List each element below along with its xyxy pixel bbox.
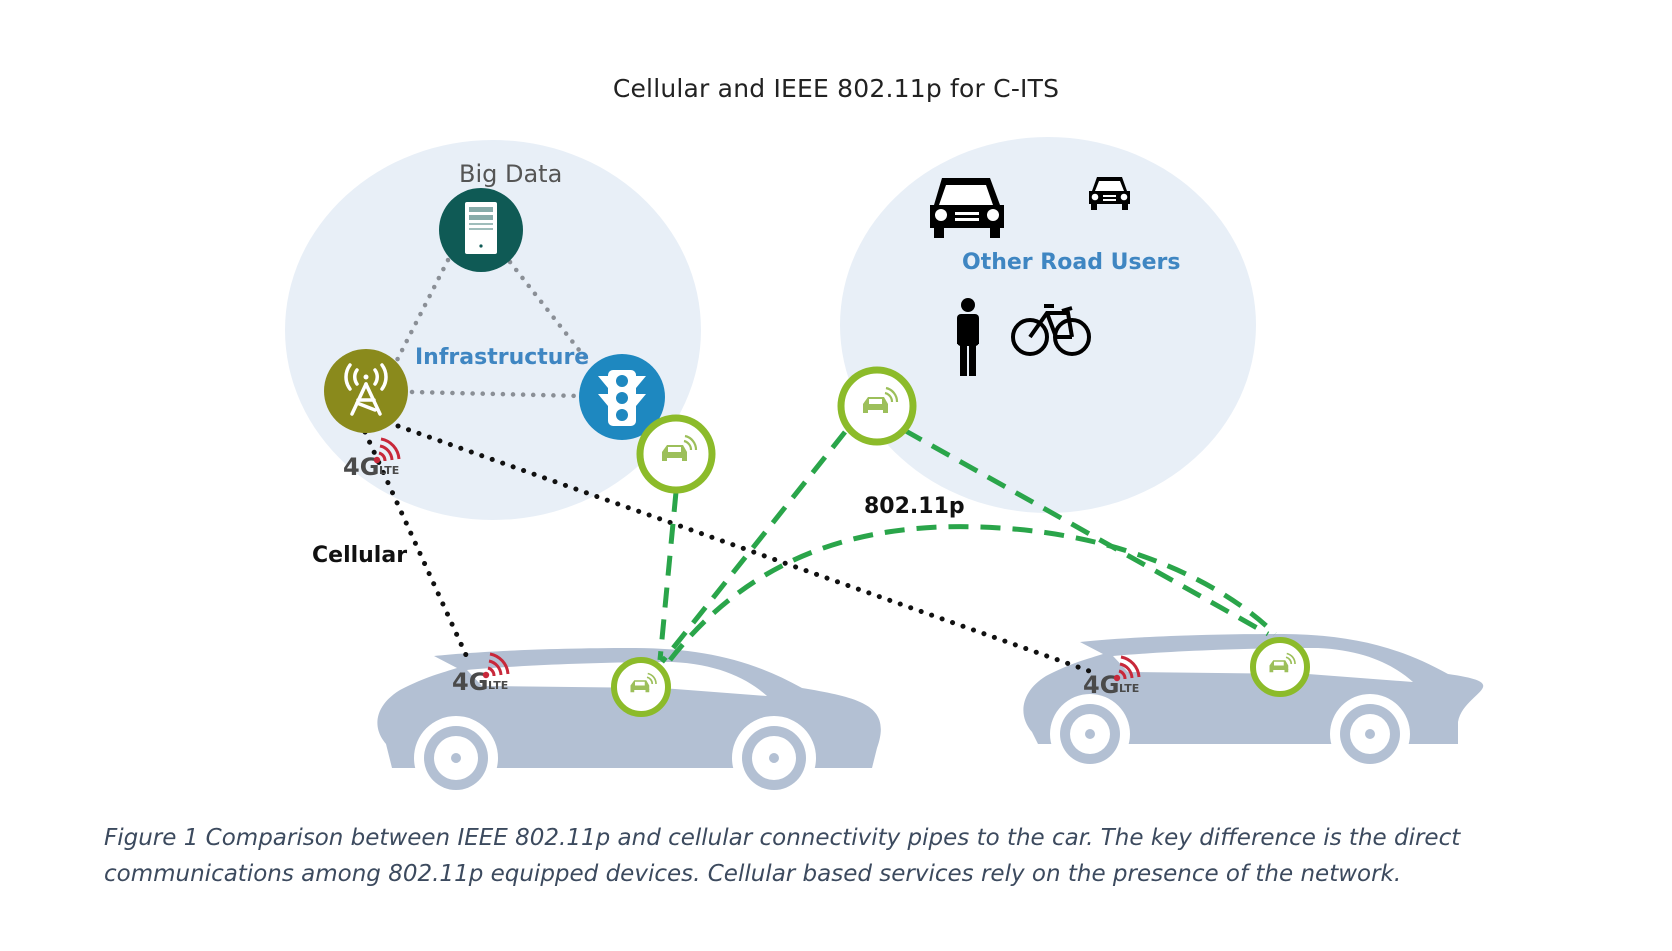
wifi-links [657, 427, 1277, 664]
link-bigdata-trafficlight [507, 259, 593, 367]
cellular-label: Cellular [312, 543, 407, 568]
figure-caption: Figure 1 Comparison between IEEE 802.11p… [104, 820, 1584, 892]
big-data-label: Big Data [459, 160, 562, 188]
bicycle-icon [1011, 304, 1091, 356]
v2x-node-right-car [1250, 637, 1310, 697]
wifi-link-car-to-car [668, 524, 1277, 662]
server-icon [465, 202, 497, 254]
link-tower-trafficlight [409, 389, 583, 399]
link-bigdata-tower [390, 257, 451, 371]
big-data-node [439, 188, 523, 272]
cell-tower-icon [344, 363, 388, 416]
traffic-light-icon [598, 370, 646, 426]
v2x-node-road-users [837, 366, 917, 446]
cell-tower-node [324, 349, 408, 433]
traffic-light-node [579, 354, 665, 440]
wifi-link-infra-car [657, 491, 679, 661]
car-front-icon-small [1089, 177, 1130, 210]
v2x-node-infrastructure [636, 414, 716, 494]
road-users-bubble [840, 137, 1256, 513]
infrastructure-label: Infrastructure [415, 345, 589, 370]
wifi-80211p-label: 802.11p [864, 494, 965, 519]
wifi-link-roadusers-leftcar [660, 430, 847, 664]
caption-line-1: Figure 1 Comparison between IEEE 802.11p… [104, 825, 1461, 851]
figure-title: Cellular and IEEE 802.11p for C-ITS [612, 74, 1060, 103]
other-road-users-label: Other Road Users [962, 250, 1180, 275]
caption-line-2: communications among 802.11p equipped de… [104, 861, 1402, 887]
wifi-link-roadusers-rightcar [902, 427, 1270, 637]
car-front-icon-large [930, 178, 1004, 238]
cellular-link-left-car [362, 429, 469, 658]
pedestrian-icon [957, 298, 979, 376]
cellular-link-right-car [395, 423, 1095, 675]
v2x-node-left-car [611, 657, 671, 717]
